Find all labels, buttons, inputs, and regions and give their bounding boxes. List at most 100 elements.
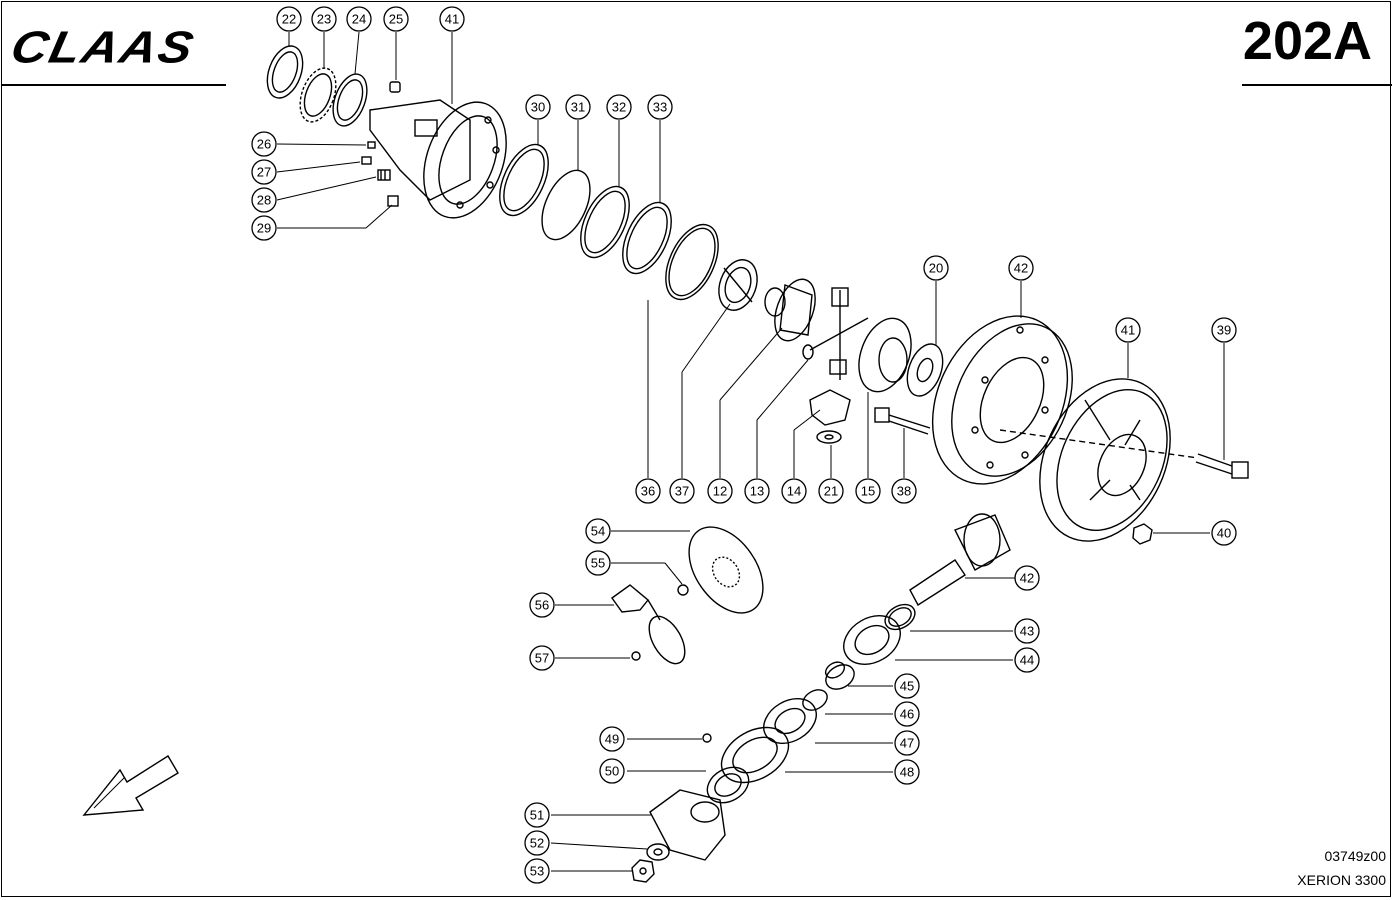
callout-circle: [1211, 520, 1237, 546]
callout-circle: [251, 215, 277, 241]
callout-number: 33: [653, 100, 667, 115]
callout-circle: [1211, 317, 1237, 343]
part-shim-31: [541, 169, 591, 241]
callout-12: 12: [707, 478, 733, 504]
part-housing-half-41: [1039, 378, 1171, 542]
part-bolt-38: [874, 407, 931, 435]
part-pin-26: [367, 141, 376, 149]
callout-number: 53: [530, 864, 544, 879]
part-screw-29: [387, 195, 399, 207]
part-pinion-gear-14: [809, 389, 851, 426]
callout-number: 23: [317, 12, 331, 27]
callout-circle: [251, 187, 277, 213]
callout-number: 41: [445, 12, 459, 27]
callout-41: 41: [439, 6, 465, 32]
callout-39: 39: [1211, 317, 1237, 343]
callout-44: 44: [1014, 647, 1040, 673]
callout-38: 38: [891, 478, 917, 504]
part-screw-55: [677, 584, 689, 596]
callout-21: 21: [818, 478, 844, 504]
part-nut-40: [1132, 523, 1153, 545]
callout-56: 56: [529, 592, 555, 618]
callout-29: 29: [251, 215, 277, 241]
callout-circle: [669, 478, 695, 504]
part-shim-32: [580, 185, 630, 259]
part-shim-33: [622, 201, 672, 275]
part-side-gear-15: [858, 317, 912, 393]
callout-number: 29: [257, 221, 271, 236]
callout-number: 25: [389, 12, 403, 27]
callout-number: 28: [257, 193, 271, 208]
arrow-down-left-icon: [82, 755, 179, 816]
callout-number: 32: [612, 100, 626, 115]
callout-circle: [647, 94, 673, 120]
part-bearing-37: [718, 259, 758, 311]
callout-circle: [524, 802, 550, 828]
callout-number: 49: [605, 732, 619, 747]
callout-circle: [744, 478, 770, 504]
callout-15: 15: [855, 478, 881, 504]
callout-circle: [599, 758, 625, 784]
part-washer-52: [646, 843, 670, 861]
callout-circle: [524, 830, 550, 856]
callout-number: 26: [257, 137, 271, 152]
callout-number: 30: [531, 100, 545, 115]
callout-number: 20: [929, 261, 943, 276]
callout-42: 42: [1014, 565, 1040, 591]
part-cover-plate-54: [688, 526, 764, 614]
callout-number: 48: [900, 765, 914, 780]
sheet-number: 202A: [1242, 11, 1372, 71]
callout-circle: [891, 478, 917, 504]
callout-number: 54: [591, 524, 605, 539]
callout-circle: [565, 94, 591, 120]
part-ring-gear-42: [931, 315, 1073, 485]
part-housing-cover-48: [720, 726, 790, 784]
callout-number: 55: [591, 556, 605, 571]
callout-42: 42: [1008, 255, 1034, 281]
assembly-axis-line: [999, 429, 1199, 459]
callout-circle: [894, 730, 920, 756]
callout-36: 36: [635, 478, 661, 504]
callout-40: 40: [1211, 520, 1237, 546]
part-pinion-shaft-42: [909, 513, 1011, 606]
callout-number: 39: [1217, 323, 1231, 338]
callout-53: 53: [524, 858, 550, 884]
part-washer-21: [816, 430, 842, 444]
callout-number: 38: [897, 484, 911, 499]
callout-20: 20: [923, 255, 949, 281]
callout-54: 54: [585, 518, 611, 544]
part-shim-30: [499, 143, 549, 217]
callout-circle: [383, 6, 409, 32]
callout-circle: [606, 94, 632, 120]
callout-circle: [311, 6, 337, 32]
callout-30: 30: [525, 94, 551, 120]
callout-33: 33: [647, 94, 673, 120]
callout-32: 32: [606, 94, 632, 120]
drawing-code: 03749z00: [1324, 848, 1386, 864]
callout-43: 43: [1014, 618, 1040, 644]
callout-number: 46: [900, 707, 914, 722]
callout-55: 55: [585, 550, 611, 576]
callout-24: 24: [346, 6, 372, 32]
part-spring-28: [377, 169, 391, 181]
callout-circle: [1014, 647, 1040, 673]
callout-circle: [251, 159, 277, 185]
callout-circle: [818, 478, 844, 504]
callout-circle: [1014, 565, 1040, 591]
callout-28: 28: [251, 187, 277, 213]
part-pin-25: [389, 81, 401, 93]
callout-circle: [276, 6, 302, 32]
part-pin-27: [361, 156, 372, 165]
callout-number: 40: [1217, 526, 1231, 541]
callout-23: 23: [311, 6, 337, 32]
callout-number: 37: [675, 484, 689, 499]
callout-number: 51: [530, 808, 544, 823]
callout-circle: [524, 858, 550, 884]
callout-circle: [529, 645, 555, 671]
callout-circle: [585, 550, 611, 576]
callout-circle: [894, 759, 920, 785]
callout-number: 52: [530, 836, 544, 851]
callout-number: 45: [900, 679, 914, 694]
callout-circle: [599, 726, 625, 752]
